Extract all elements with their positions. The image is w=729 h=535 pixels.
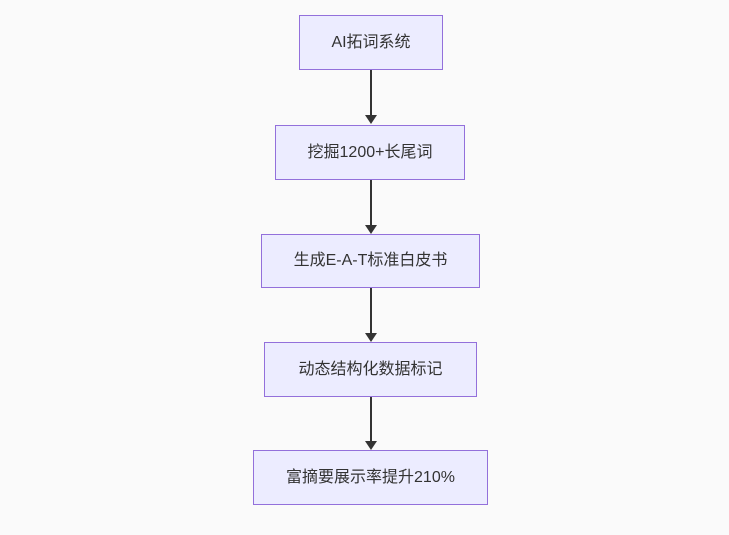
arrow-connector-3 — [365, 288, 377, 342]
flowchart-node-structured-data: 动态结构化数据标记 — [264, 342, 477, 397]
flowchart-node-longtail-mining: 挖掘1200+长尾词 — [275, 125, 465, 180]
arrow-head-icon — [365, 115, 377, 124]
flowchart-node-rich-snippet-result: 富摘要展示率提升210% — [253, 450, 488, 505]
arrow-connector-4 — [365, 397, 377, 450]
arrow-head-icon — [365, 441, 377, 450]
node-label: 富摘要展示率提升210% — [286, 468, 455, 486]
arrow-connector-2 — [365, 180, 377, 234]
arrow-head-icon — [365, 225, 377, 234]
arrow-connector-1 — [365, 70, 377, 124]
arrow-line — [370, 70, 372, 115]
node-label: 挖掘1200+长尾词 — [307, 143, 433, 161]
arrow-head-icon — [365, 333, 377, 342]
arrow-line — [370, 397, 372, 441]
node-label: 动态结构化数据标记 — [298, 360, 443, 378]
flowchart-node-eat-whitepaper: 生成E-A-T标准白皮书 — [261, 234, 480, 288]
node-label: 生成E-A-T标准白皮书 — [293, 252, 448, 270]
flowchart-node-ai-word-system: AI拓词系统 — [299, 15, 443, 70]
arrow-line — [370, 180, 372, 225]
node-label: AI拓词系统 — [331, 33, 411, 51]
arrow-line — [370, 288, 372, 333]
